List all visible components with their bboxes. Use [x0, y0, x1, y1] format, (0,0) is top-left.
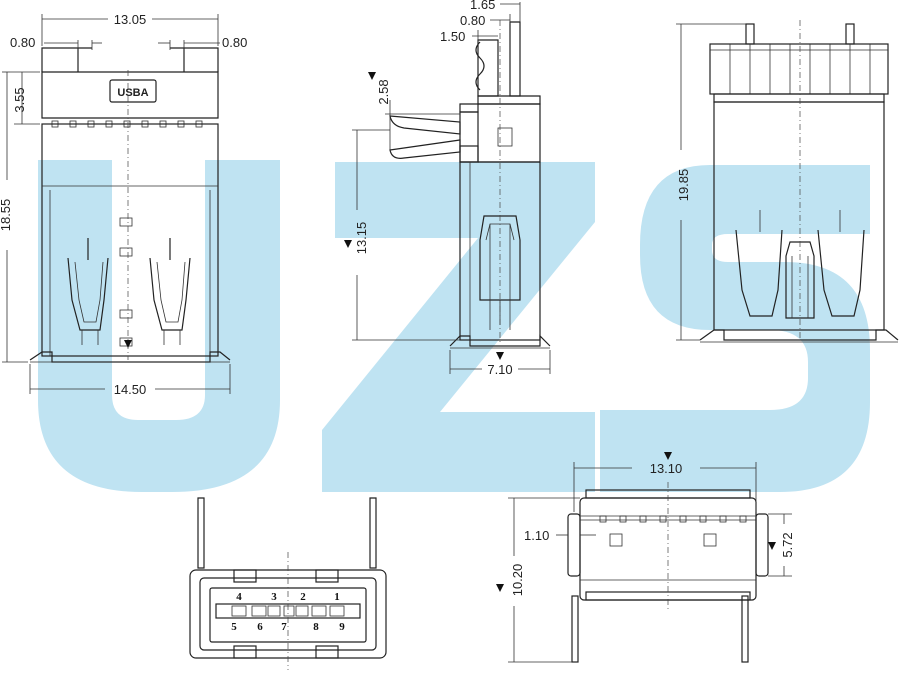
pin-numbers-bottom: 5 6 7 8 9: [231, 621, 345, 633]
top-view: [567, 452, 769, 663]
pin-label: 6: [257, 621, 263, 633]
front-view: USBA: [29, 47, 231, 363]
pin-label: 2: [300, 591, 306, 603]
pin-label: 3: [271, 591, 277, 603]
logo-label: USBA: [117, 87, 148, 99]
port-face-view: 4 3 2 1 5 6 7 8 9: [189, 497, 387, 670]
top-view-dimensions: 13.10 1.10 10.20 5.72: [496, 461, 795, 663]
dim-total-height: 18.55: [0, 199, 13, 232]
watermark-uzs: [38, 160, 870, 492]
contact-spring-left: [67, 238, 109, 345]
dim-d2: 0.80: [460, 13, 485, 28]
dim-height: 13.15: [354, 222, 369, 255]
side-view: [389, 20, 551, 360]
pin-label: 7: [281, 621, 287, 633]
dim-top-width: 13.10: [650, 461, 683, 476]
dim-rear-height: 19.85: [676, 169, 691, 202]
dim-width: 7.10: [487, 362, 512, 377]
pin-label: 4: [236, 591, 242, 603]
top-view-notches: [599, 515, 747, 523]
front-view-dimensions: 13.05 0.80 0.80 3.55 18.55 14.50: [0, 12, 247, 397]
rear-ribs: [729, 44, 871, 94]
dim-d1: 1.65: [470, 0, 495, 12]
pin-label: 8: [313, 621, 319, 633]
contact-spring-right: [149, 238, 191, 345]
side-view-dimensions: 1.65 0.80 1.50 2.58 13.15 7.10: [344, 0, 551, 377]
dim-tab-left: 0.80: [10, 35, 35, 50]
pin-label: 1: [334, 591, 340, 603]
dim-bottom-width: 14.50: [114, 382, 147, 397]
pin-label: 9: [339, 621, 345, 633]
dim-d4: 2.58: [376, 79, 391, 104]
rear-view: [699, 20, 899, 343]
dim-d3: 1.50: [440, 29, 465, 44]
dim-width-top: 13.05: [114, 12, 147, 27]
rear-view-dimensions: 19.85: [676, 23, 746, 341]
dim-top-height: 10.20: [510, 564, 525, 597]
dim-offset: 1.10: [524, 528, 549, 543]
dim-inner: 5.72: [780, 532, 795, 557]
dim-side-height: 3.55: [12, 87, 27, 112]
pin-numbers-top: 4 3 2 1: [236, 591, 340, 603]
dim-tab-right: 0.80: [222, 35, 247, 50]
pin-label: 5: [231, 621, 237, 633]
